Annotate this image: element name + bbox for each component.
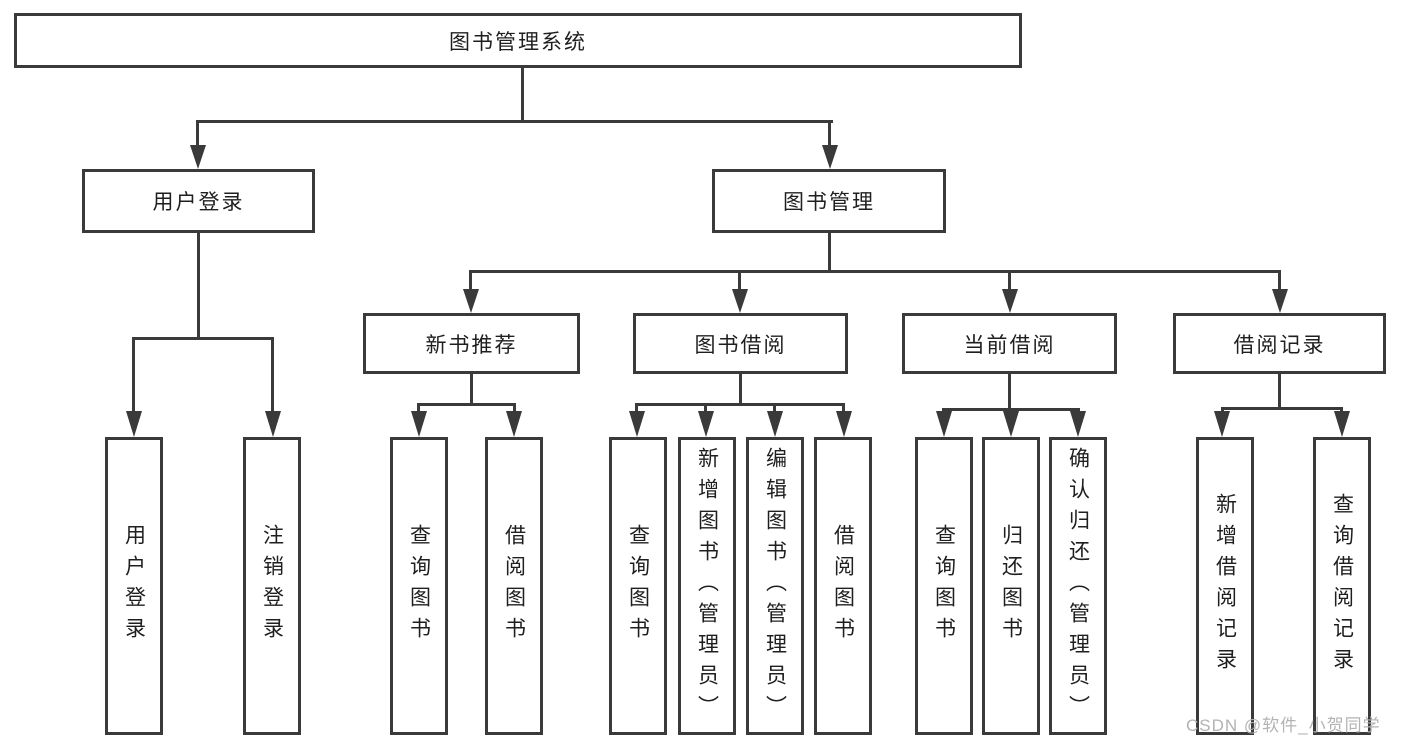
connector-line xyxy=(132,337,135,413)
connector-line xyxy=(1221,407,1343,410)
arrow-down xyxy=(698,411,714,437)
connector-line xyxy=(1008,270,1011,292)
connector-line xyxy=(1278,270,1281,292)
leaf-return-books: 归还图书 xyxy=(982,437,1040,735)
connector-line xyxy=(196,120,833,123)
leaf-return-books-label: 归还图书 xyxy=(999,524,1023,648)
arrow-down xyxy=(836,411,852,437)
connector-line xyxy=(738,270,741,292)
leaf-edit-book-admin-label: 编辑图书（管理员） xyxy=(763,446,787,726)
leaf-user-login-label: 用户登录 xyxy=(122,524,146,648)
connector-line xyxy=(469,270,472,292)
leaf-query-books-current-label: 查询图书 xyxy=(932,524,956,648)
leaf-borrow-books-recommend-label: 借阅图书 xyxy=(502,524,526,648)
connector-line xyxy=(1008,374,1011,408)
node-borrowing-records: 借阅记录 xyxy=(1173,313,1386,374)
connector-line xyxy=(417,403,516,406)
arrow-down xyxy=(1002,289,1018,313)
arrow-down xyxy=(1070,411,1086,437)
connector-line xyxy=(132,337,274,340)
watermark: CSDN @软件_小贺同学 xyxy=(1186,716,1381,735)
connector-line xyxy=(773,403,776,415)
leaf-borrow-books-recommend: 借阅图书 xyxy=(485,437,543,735)
arrow-down xyxy=(411,411,427,437)
leaf-query-books-current: 查询图书 xyxy=(915,437,973,735)
arrow-down xyxy=(629,411,645,437)
connector-line xyxy=(196,120,199,148)
leaf-confirm-return-admin-label: 确认归还（管理员） xyxy=(1066,446,1090,726)
leaf-add-borrow-record-label: 新增借阅记录 xyxy=(1213,493,1237,679)
arrow-down xyxy=(463,289,479,313)
connector-line xyxy=(828,120,831,148)
node-borrowing-records-label: 借阅记录 xyxy=(1233,333,1326,357)
connector-line xyxy=(197,233,200,337)
node-root-label: 图书管理系统 xyxy=(449,30,587,54)
node-new-book-recommendation-label: 新书推荐 xyxy=(425,333,518,357)
node-new-book-recommendation: 新书推荐 xyxy=(363,313,580,374)
leaf-query-books-borrow: 查询图书 xyxy=(609,437,667,735)
arrow-down xyxy=(732,289,748,313)
arrow-down xyxy=(1272,289,1288,313)
leaf-add-borrow-record: 新增借阅记录 xyxy=(1196,437,1254,735)
leaf-query-books-recommend-label: 查询图书 xyxy=(407,524,431,648)
connector-line xyxy=(1221,407,1224,414)
leaf-edit-book-admin: 编辑图书（管理员） xyxy=(746,437,804,735)
connector-line xyxy=(417,403,420,415)
node-user-login: 用户登录 xyxy=(82,169,315,233)
leaf-query-borrow-record-label: 查询借阅记录 xyxy=(1330,493,1354,679)
arrow-down xyxy=(1003,411,1019,437)
connector-line xyxy=(521,68,524,120)
connector-line xyxy=(704,403,707,415)
leaf-user-login: 用户登录 xyxy=(105,437,163,735)
node-user-login-label: 用户登录 xyxy=(152,191,245,214)
arrow-down xyxy=(1214,411,1230,437)
leaf-borrow-books-borrow-label: 借阅图书 xyxy=(831,524,855,648)
connector-line xyxy=(470,374,473,403)
arrow-down xyxy=(767,411,783,437)
connector-line xyxy=(513,403,516,415)
node-current-borrowing: 当前借阅 xyxy=(902,313,1117,374)
node-book-borrowing: 图书借阅 xyxy=(633,313,848,374)
connector-line xyxy=(842,403,845,415)
leaf-confirm-return-admin: 确认归还（管理员） xyxy=(1049,437,1107,735)
arrow-down xyxy=(1334,411,1350,437)
leaf-query-borrow-record: 查询借阅记录 xyxy=(1313,437,1371,735)
leaf-query-books-recommend: 查询图书 xyxy=(390,437,448,735)
arrow-down xyxy=(506,411,522,437)
leaf-add-book-admin-label: 新增图书（管理员） xyxy=(695,446,719,726)
connector-line xyxy=(739,374,742,403)
connector-line xyxy=(635,403,845,406)
connector-line xyxy=(828,233,831,270)
connector-line xyxy=(1278,374,1281,407)
node-current-borrowing-label: 当前借阅 xyxy=(963,333,1056,357)
leaf-add-book-admin: 新增图书（管理员） xyxy=(678,437,736,735)
node-root: 图书管理系统 xyxy=(14,13,1022,68)
arrow-down xyxy=(265,411,281,437)
leaf-query-books-borrow-label: 查询图书 xyxy=(626,524,650,648)
arrow-down xyxy=(936,411,952,437)
node-book-management: 图书管理 xyxy=(712,169,946,233)
arrow-down xyxy=(190,145,206,169)
arrow-down xyxy=(126,411,142,437)
leaf-logout: 注销登录 xyxy=(243,437,301,735)
connector-line xyxy=(469,270,1281,273)
connector-line xyxy=(271,337,274,413)
leaf-logout-label: 注销登录 xyxy=(260,524,284,648)
connector-line xyxy=(635,403,638,415)
arrow-down xyxy=(822,145,838,169)
node-book-borrowing-label: 图书借阅 xyxy=(694,333,787,357)
node-book-management-label: 图书管理 xyxy=(783,191,875,214)
leaf-borrow-books-borrow: 借阅图书 xyxy=(814,437,872,735)
connector-line xyxy=(1340,407,1343,414)
